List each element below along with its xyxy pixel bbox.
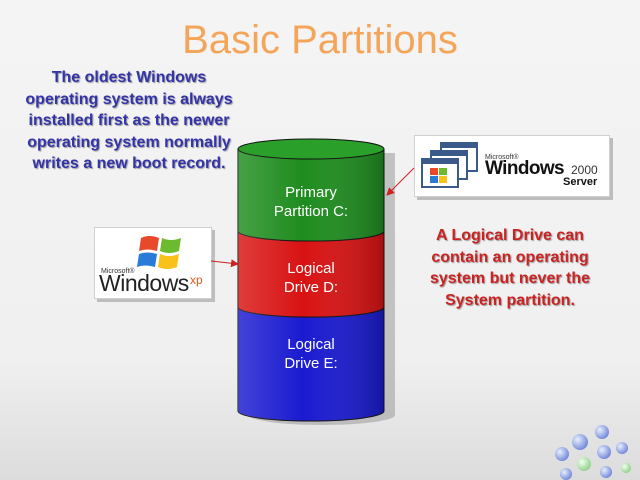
label-drive-e-line1: Logical <box>287 336 335 353</box>
note-install-order: The oldest Windows operating system is a… <box>25 69 233 172</box>
arrow-server-to-c <box>386 167 415 196</box>
decorative-bubbles <box>555 425 631 480</box>
slide-title: Basic Partitions <box>182 18 458 62</box>
label-drive-d-line1: Logical <box>287 260 335 277</box>
label-drive-e-line2: Drive E: <box>284 355 338 372</box>
label-partition-c-line2: Partition C: <box>273 203 349 220</box>
xp-maker-text: Microsoft® <box>101 268 135 275</box>
note-logical-drive: A Logical Drive can contain an operating… <box>429 227 591 309</box>
server-maker-text: Microsoft® <box>485 154 519 161</box>
label-partition-c-line1: Primary <box>285 184 337 201</box>
label-drive-d-line2: Drive D: <box>283 279 339 296</box>
partition-cylinder <box>237 138 395 425</box>
server-windows-word: Windows <box>485 158 565 179</box>
window-stack-icon <box>421 142 478 188</box>
windows-xp-logo: Microsoft® Windows xp <box>94 227 212 299</box>
server-version: 2000 <box>571 163 598 177</box>
xp-suffix: xp <box>190 273 203 287</box>
windows-2000-server-logo: Microsoft® Windows 2000 Server <box>414 135 610 197</box>
server-edition: Server <box>563 176 598 188</box>
label-drive-e: Logical Drive E: <box>238 335 384 373</box>
label-partition-c: Primary Partition C: <box>238 183 384 221</box>
arrow-xp-to-d <box>210 259 239 268</box>
windows-flag-icon <box>137 236 181 269</box>
xp-windows-word: Windows <box>99 270 189 296</box>
label-drive-d: Logical Drive D: <box>238 259 384 297</box>
